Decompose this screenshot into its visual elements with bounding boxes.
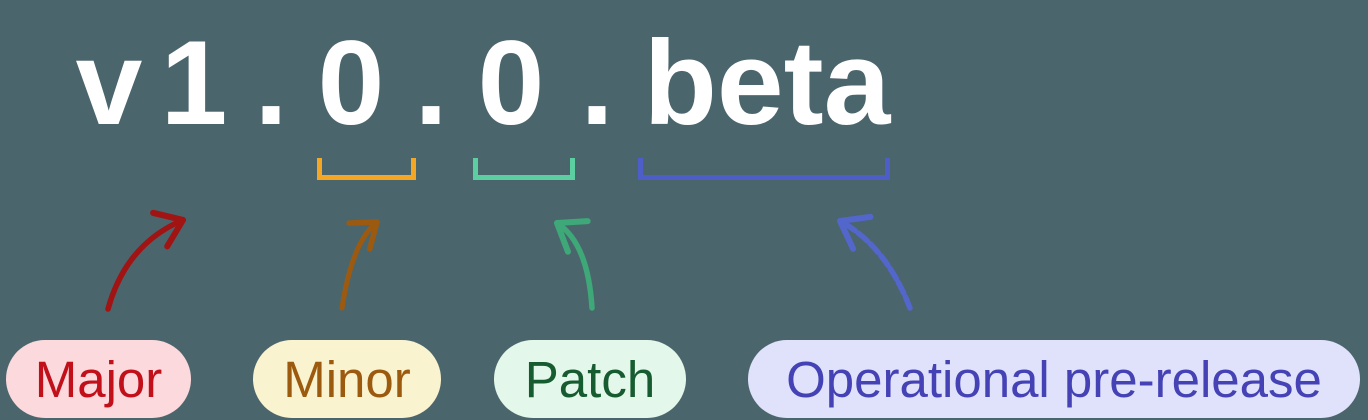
label-minor-text: Minor	[283, 350, 411, 408]
prerelease-bracket	[638, 158, 890, 180]
version-minor: 0	[317, 16, 385, 150]
version-string: v 1 . 0 . 0 . beta	[0, 13, 1368, 153]
version-dot: .	[414, 16, 448, 150]
label-prerelease-text: Operational pre-release	[786, 350, 1322, 408]
version-dot: .	[580, 16, 614, 150]
label-prerelease: Operational pre-release	[748, 340, 1360, 418]
version-prefix: v	[75, 16, 143, 150]
patch-bracket	[473, 158, 575, 180]
label-patch-text: Patch	[524, 350, 656, 408]
version-prerelease: beta	[643, 16, 891, 150]
version-major: 1	[160, 16, 228, 150]
minor-arrow	[339, 219, 380, 311]
prerelease-arrow	[836, 213, 913, 311]
label-major: Major	[6, 340, 191, 418]
version-dot: .	[254, 16, 288, 150]
label-major-text: Major	[34, 350, 163, 408]
label-minor: Minor	[253, 340, 441, 418]
patch-arrow	[553, 218, 595, 311]
version-patch: 0	[477, 16, 545, 150]
major-arrow	[105, 209, 187, 312]
minor-bracket	[317, 158, 416, 180]
label-patch: Patch	[494, 340, 686, 418]
